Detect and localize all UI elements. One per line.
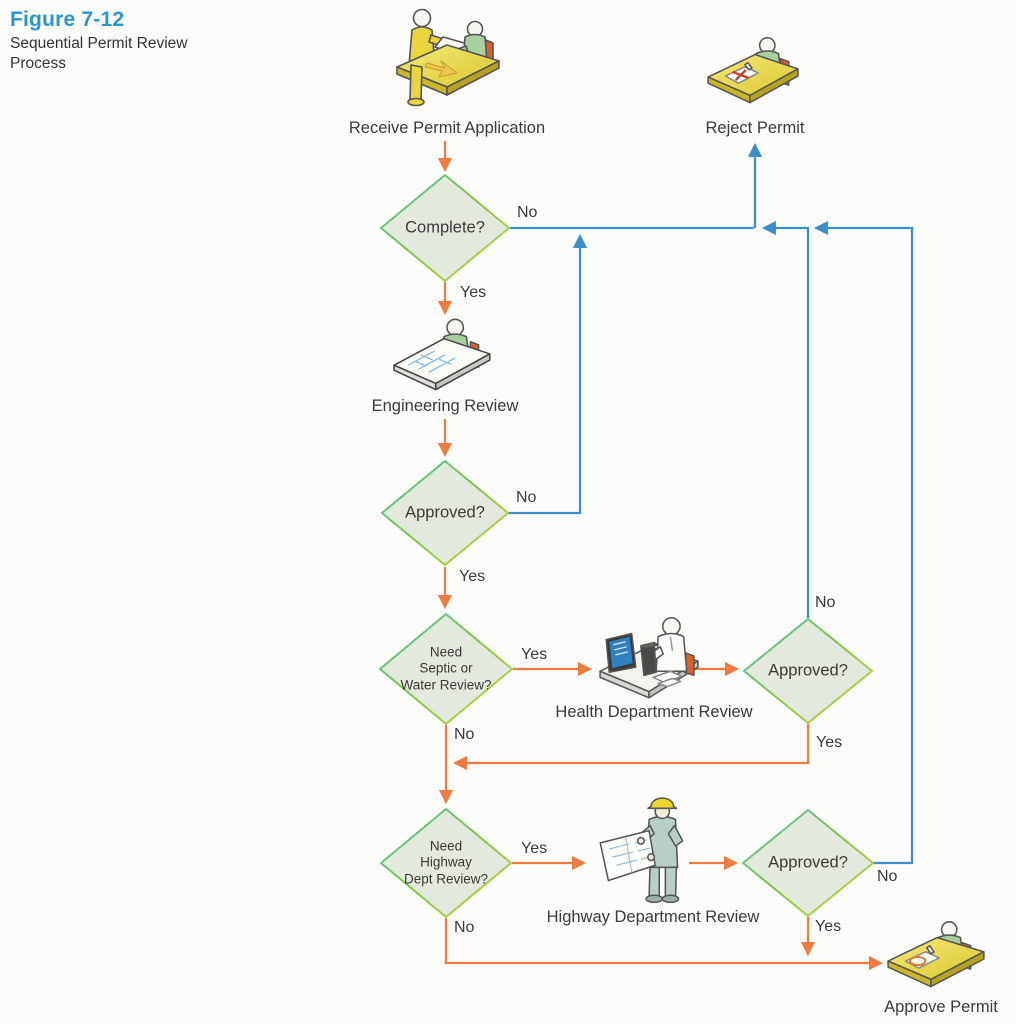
edge-label-highway-need-no: No xyxy=(454,919,475,936)
reject-permit-icon xyxy=(704,34,802,116)
label-approve-permit: Approve Permit xyxy=(884,998,998,1016)
edge-label-highway-yes: Yes xyxy=(815,918,842,935)
edge-label-complete-yes: Yes xyxy=(460,284,487,301)
approve-permit-icon xyxy=(884,920,990,998)
figure-number: Figure 7-12 xyxy=(10,8,125,31)
label-engineering-review: Engineering Review xyxy=(371,397,519,415)
diamond-highway-need xyxy=(380,808,512,918)
health-department-review-icon xyxy=(596,610,702,706)
decision-complete: Complete? xyxy=(405,218,485,237)
highway-department-review-icon xyxy=(592,790,698,908)
blue-flow-edges xyxy=(508,142,914,865)
decision-highway-approved: Approved? xyxy=(768,853,848,872)
edge-label-eng-no: No xyxy=(516,489,537,506)
edge-label-health-yes: Yes xyxy=(816,734,843,751)
edge-health-approved-yes-return xyxy=(452,724,810,771)
decision-eng-approved: Approved? xyxy=(405,503,485,522)
diamond-septic-need xyxy=(379,613,513,725)
edge-label-septic-no: No xyxy=(454,726,475,743)
label-reject-permit: Reject Permit xyxy=(705,119,805,137)
decision-septic-need: Need Septic or Water Review? xyxy=(400,644,492,693)
edge-label-complete-no: No xyxy=(517,204,538,221)
decision-highway-need: Need Highway Dept Review? xyxy=(403,838,489,887)
edge-label-septic-yes: Yes xyxy=(521,646,548,663)
edge-health-approved-no xyxy=(761,220,810,618)
diamond-eng-approved xyxy=(381,460,509,566)
diamond-health-approved xyxy=(743,618,873,724)
figure-caption: Sequential Permit Review Process xyxy=(10,35,188,73)
diamond-complete xyxy=(380,174,510,282)
edge-highway-approved-no xyxy=(813,220,914,865)
decision-diamonds xyxy=(379,174,874,918)
diamond-highway-approved xyxy=(742,809,874,917)
edge-label-eng-yes: Yes xyxy=(459,568,486,585)
edge-label-health-no: No xyxy=(815,594,836,611)
figure-heading: Figure 7-12 Sequential Permit Review Pro… xyxy=(10,8,242,74)
label-receive-permit-application: Receive Permit Application xyxy=(348,119,546,137)
edge-label-highway-no: No xyxy=(877,868,898,885)
edge-no-review-to-approve xyxy=(444,918,884,971)
label-highway-department-review: Highway Department Review xyxy=(546,908,760,926)
label-health-department-review: Health Department Review xyxy=(555,703,753,721)
edge-eng-approved-no xyxy=(508,233,588,515)
receive-permit-icon xyxy=(383,2,511,110)
engineering-review-icon xyxy=(390,316,500,398)
edge-label-highway-need-yes: Yes xyxy=(521,840,548,857)
decision-health-approved: Approved? xyxy=(768,661,848,680)
